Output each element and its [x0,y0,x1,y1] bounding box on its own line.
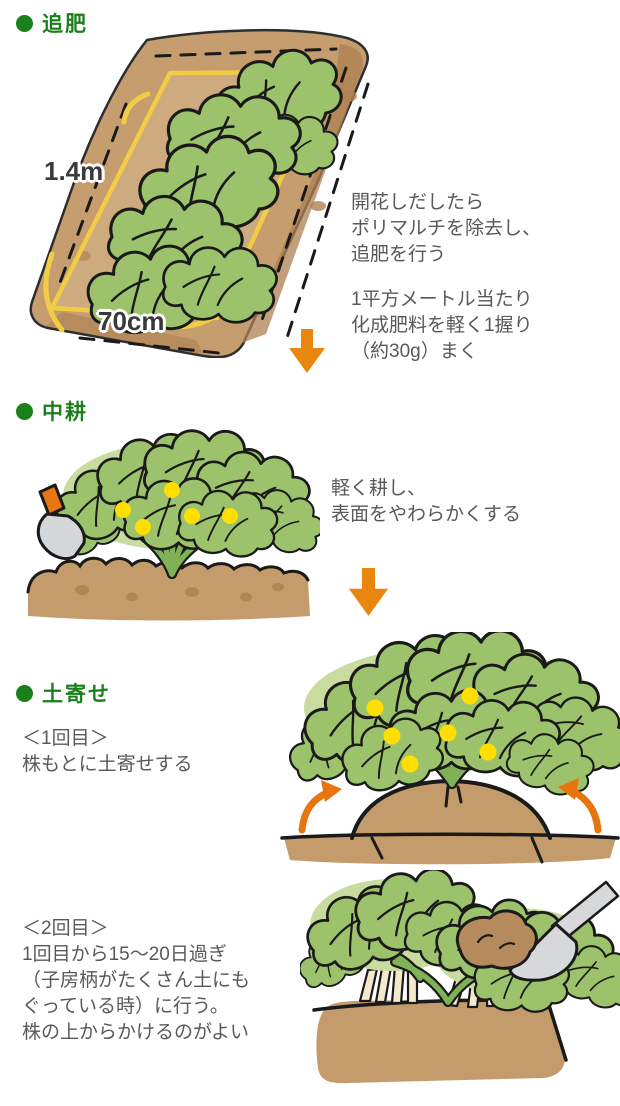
note-cultivating: 軽く耕し、 表面をやわらかくする [331,476,521,528]
section-hilling-title: 土寄せ [16,678,111,708]
hilling-second-illustration [300,870,620,1084]
plant [280,632,620,808]
section-topdressing-title: 追肥 [16,8,88,38]
trowel-icon [455,880,620,982]
flowers [115,482,238,535]
soil-scoop [455,909,538,970]
note-line: 1回目から15～20日過ぎ [22,944,227,965]
section-title-text: 土寄せ [42,683,111,706]
note-line: 株の上からかけるのがよい [22,1022,250,1043]
bed-length-label: 1.4m [44,156,104,186]
bed-width-label: 70cm [98,306,165,336]
section-bullet-icon [16,14,33,32]
section-bullet-icon [16,684,33,702]
section-title-text: 追肥 [42,13,88,36]
hilling-arrow-right-icon [558,778,602,834]
hilling-arrow-left-icon [298,780,342,834]
note-line: 1平方メートル当たり [351,289,533,310]
note-line: ＜2回目＞ [22,918,109,939]
note-line: ぐっている時）に行う。 [22,996,229,1017]
note-line: 軽く耕し、 [331,478,427,499]
trowel-icon [36,483,86,561]
plant [37,424,320,579]
note-line: 追肥を行う [351,244,447,265]
hilling-first-illustration [280,632,620,865]
note-line: ＜1回目＞ [22,728,109,749]
flowers [366,687,497,773]
note-line: （約30g）まく [351,341,478,362]
note-hilling-second: ＜2回目＞ 1回目から15～20日過ぎ （子房柄がたくさん土にも ぐっている時）… [22,916,250,1046]
note-hilling-first: ＜1回目＞ 株もとに土寄せする [22,726,193,778]
note-line: ポリマルチを除去し、 [351,218,542,239]
down-arrow-icon [289,329,325,373]
note-flowering: 開花しだしたら ポリマルチを除去し、 追肥を行う [351,190,541,268]
section-title-text: 中耕 [42,401,88,424]
note-line: （子房柄がたくさん土にも [22,970,251,991]
note-line: 表面をやわらかくする [331,504,522,525]
topdressing-illustration [29,28,370,358]
note-line: 開花しだしたら [351,192,485,213]
section-cultivating-title: 中耕 [16,396,88,426]
note-line: 株もとに土寄せする [22,754,193,775]
down-arrow-icon [348,568,389,616]
cultivating-illustration [26,424,320,621]
note-line: 化成肥料を軽く1握り [351,315,533,336]
section-bullet-icon [16,402,33,420]
note-fertilizer: 1平方メートル当たり 化成肥料を軽く1握り （約30g）まく [351,287,533,365]
